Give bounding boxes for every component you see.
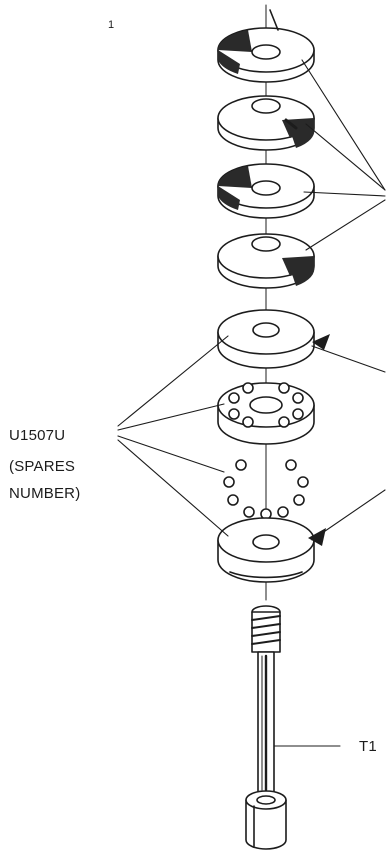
split-washer-2 — [217, 95, 315, 151]
thrust-race-upper — [217, 309, 315, 369]
split-washer-3 — [217, 163, 315, 219]
spares-label-line1: (SPARES — [9, 458, 76, 475]
leader-lines-part-number — [117, 335, 229, 537]
top-mark-label: 1 — [108, 19, 115, 31]
thrust-race-lower — [217, 517, 315, 583]
part-number-label: U1507U — [9, 427, 66, 444]
split-washer-1 — [217, 9, 315, 83]
arrowhead-upper — [312, 334, 330, 350]
spares-label-line2: NUMBER) — [9, 485, 81, 502]
arrowhead-lower — [308, 528, 326, 546]
ball-cage — [217, 382, 315, 445]
t1-callout-label: T1 — [359, 738, 377, 755]
leader-lines-right-lower — [311, 345, 386, 541]
leader-lines-right-top — [301, 59, 386, 251]
split-washer-4 — [217, 233, 315, 289]
loose-balls — [223, 459, 309, 520]
bolt-shaft — [245, 605, 287, 850]
